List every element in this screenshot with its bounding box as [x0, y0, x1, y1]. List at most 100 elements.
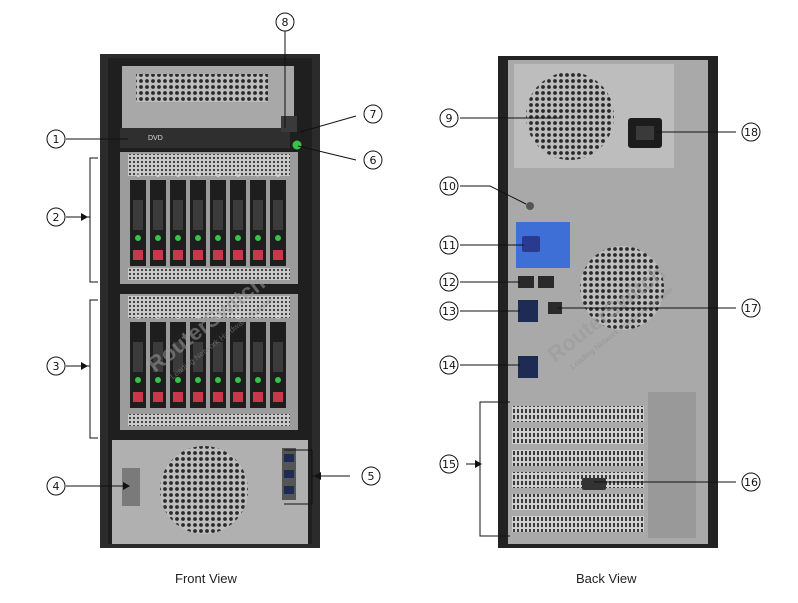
ilo-port — [548, 302, 562, 314]
callout-number-17: 17 — [744, 302, 758, 315]
drive-handle — [213, 200, 223, 230]
drive-release — [173, 392, 183, 402]
drive-handle — [273, 342, 283, 372]
pcie-slot-cover — [512, 472, 644, 488]
drive-release — [193, 250, 203, 260]
drive-handle — [133, 342, 143, 372]
drive-bay-number: 5 — [216, 173, 220, 179]
arrowheads — [81, 213, 482, 490]
leader-lines — [66, 30, 736, 537]
drive-led — [195, 377, 201, 383]
front-fan-grille — [160, 446, 248, 534]
callout-number-16: 16 — [744, 476, 758, 489]
drive-bay-number: 4 — [196, 315, 200, 321]
front-latch — [122, 468, 140, 506]
nic-port-1 — [518, 276, 534, 288]
drive-release — [273, 392, 283, 402]
callout-number-9: 9 — [446, 112, 453, 125]
callout-circle-15 — [439, 454, 459, 474]
callout-circle-7 — [363, 104, 383, 124]
callout-number-14: 14 — [442, 359, 456, 372]
pcie-slot-cover — [512, 516, 644, 532]
callout-number-6: 6 — [370, 154, 377, 167]
drive-handle — [253, 342, 263, 372]
power-button — [292, 140, 302, 150]
callout-number-2: 2 — [53, 211, 60, 224]
drive-release — [253, 392, 263, 402]
drive-bay-number: 1 — [136, 173, 140, 179]
drive-release — [233, 392, 243, 402]
optical-drive — [120, 128, 290, 148]
drive-handle — [193, 200, 203, 230]
drive-handle — [273, 200, 283, 230]
drive-bay-number: 2 — [156, 315, 160, 321]
drive-bay-number: 5 — [216, 315, 220, 321]
drive-release — [213, 250, 223, 260]
drive-handle — [153, 200, 163, 230]
drive-release — [233, 250, 243, 260]
drive-bay-number: 7 — [256, 315, 260, 321]
callout-circle-10 — [439, 176, 459, 196]
drive-led — [135, 235, 141, 241]
callout-number-7: 7 — [370, 108, 377, 121]
rear-usb-ports-upper — [518, 300, 538, 322]
drive-led — [215, 377, 221, 383]
drive-handle — [173, 200, 183, 230]
drive-handle — [213, 342, 223, 372]
callout-number-13: 13 — [442, 305, 456, 318]
callout-circle-16 — [741, 472, 761, 492]
callout-number-15: 15 — [442, 458, 456, 471]
rear-fan-grille — [580, 246, 664, 330]
drive-led — [275, 377, 281, 383]
drive-led — [175, 235, 181, 241]
drive-led — [175, 377, 181, 383]
pcie-slot-cover — [512, 450, 644, 466]
psu-fan-grille — [526, 72, 614, 160]
drive-led — [155, 235, 161, 241]
callout-number-11: 11 — [442, 239, 456, 252]
pcie-slot-cover — [512, 406, 644, 422]
drive-release — [153, 250, 163, 260]
drive-led — [255, 235, 261, 241]
rear-usb-ports-lower — [518, 356, 538, 378]
drive-led — [275, 235, 281, 241]
drive-bay-number: 2 — [156, 173, 160, 179]
drive-handle — [153, 342, 163, 372]
drive-release — [153, 392, 163, 402]
drive-led — [155, 377, 161, 383]
drive-led — [215, 235, 221, 241]
drive-led — [135, 377, 141, 383]
drive-release — [173, 250, 183, 260]
drive-bay-number: 7 — [256, 173, 260, 179]
drive-led — [235, 377, 241, 383]
drive-handle — [133, 200, 143, 230]
drive-bay-number: 4 — [196, 173, 200, 179]
callout-number-5: 5 — [368, 470, 375, 483]
callout-circle-8 — [275, 12, 295, 32]
drive-bay-number: 3 — [176, 173, 180, 179]
callout-number-4: 4 — [53, 480, 60, 493]
drive-bay-number: 6 — [236, 315, 240, 321]
drive-release — [253, 250, 263, 260]
pcie-slot-cover — [512, 494, 644, 510]
drive-handle — [193, 342, 203, 372]
callout-circle-14 — [439, 355, 459, 375]
drive-led — [235, 235, 241, 241]
drive-handle — [233, 342, 243, 372]
nic-port-2 — [538, 276, 554, 288]
drive-led — [255, 377, 261, 383]
drive-release — [193, 392, 203, 402]
serial-port — [582, 478, 606, 490]
callout-circle-12 — [439, 272, 459, 292]
callout-number-18: 18 — [744, 126, 758, 139]
svg-text:DVD: DVD — [148, 135, 163, 142]
back-view-caption: Back View — [576, 571, 637, 586]
callout-circle-2 — [46, 207, 66, 227]
callout-circle-6 — [363, 150, 383, 170]
callout-circle-13 — [439, 301, 459, 321]
drive-bay-number: 1 — [136, 315, 140, 321]
